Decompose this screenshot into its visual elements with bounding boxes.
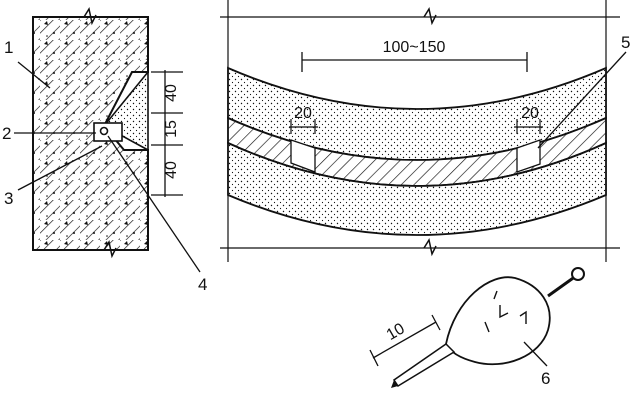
dim-left-middle: 15 xyxy=(163,120,180,138)
callout-6: 6 xyxy=(541,369,550,388)
nail-head xyxy=(99,126,109,136)
plaster-plan: 100~150 20 20 5 xyxy=(220,0,630,262)
blob-detail-marks xyxy=(484,290,527,333)
callout-4: 4 xyxy=(198,275,207,294)
dim-left-upper: 40 xyxy=(163,84,180,102)
dim-left-lower: 40 xyxy=(163,161,180,179)
callout-3: 3 xyxy=(4,189,13,208)
break-mark-top xyxy=(83,7,97,26)
dim-left-gap: 20 xyxy=(294,105,312,122)
mortar-blob xyxy=(445,276,551,366)
gap-left xyxy=(290,139,316,173)
wall-section: 40 15 40 1 2 3 4 xyxy=(2,7,207,294)
nail-shaft xyxy=(547,274,577,298)
break-mark-plan-bottom xyxy=(423,238,437,257)
break-mark-plan-top xyxy=(423,7,437,26)
dim-tip-length: 10 xyxy=(384,320,408,344)
dim-span: 100~150 xyxy=(383,39,446,56)
nail-cap xyxy=(571,267,585,281)
callout-2: 2 xyxy=(2,124,11,143)
gap-right xyxy=(516,139,541,173)
break-mark-bottom xyxy=(103,240,117,259)
lower-plaster-band xyxy=(227,141,607,236)
dim-right-gap: 20 xyxy=(521,105,539,122)
callout-1: 1 xyxy=(4,38,13,57)
nail-tip xyxy=(392,343,456,388)
nail-detail: 10 6 xyxy=(369,267,585,388)
callout-5: 5 xyxy=(621,33,630,52)
